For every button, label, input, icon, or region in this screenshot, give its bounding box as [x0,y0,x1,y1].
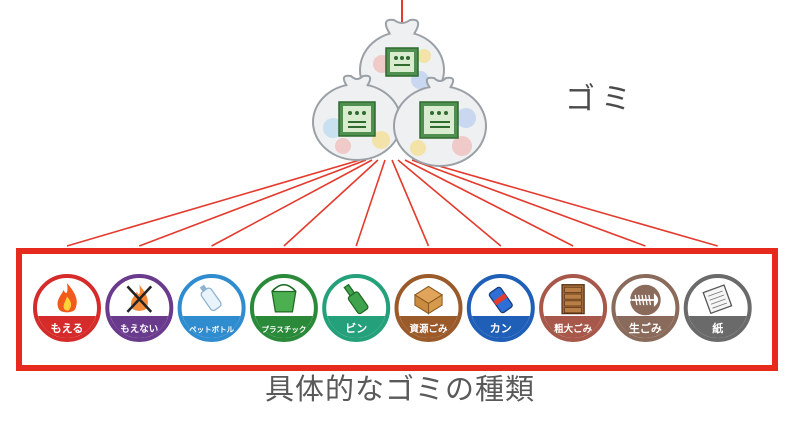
category-badge: ビン [322,274,391,342]
connector-line [417,159,718,247]
category-badge: もえない [105,274,174,342]
bucket-icon [271,283,297,313]
glass-bottle-icon [343,283,369,315]
badge-band [253,316,314,338]
category-label: ビン [345,321,367,335]
category-label: もえない [120,324,158,335]
parent-label: ゴミ [565,82,637,117]
category-label: 資源ごみ [409,323,448,335]
pet-bottle-icon [199,284,222,312]
category-badge: もえる [33,274,101,342]
category-label: 紙 [712,321,723,335]
garbage-bags-icon [312,18,487,167]
category-frame [16,248,778,371]
caption: 具体的なゴミの種類 [264,372,535,406]
category-badge: カン [466,274,535,342]
connector-line [211,159,373,247]
category-label: 生ごみ [629,321,662,335]
badge-band [470,316,531,338]
badge-band [398,316,459,338]
badge-band [37,316,97,338]
category-badge: 紙 [683,274,752,342]
badge-band [326,316,387,338]
fire-icon [57,283,77,313]
cardboard-icon [413,285,444,315]
badge-band [615,316,676,338]
category-label: カン [490,322,512,335]
fish-bone-icon [626,284,661,316]
connector-line [66,159,361,247]
category-label: ペットボトル [189,324,234,334]
crossed-fire-icon [126,284,153,313]
category-row: もえる もえない ペットボトル プラスチック ビン 資源ごみ カン 粗大ごみ 生ごみ 紙 [33,274,752,342]
badge-band [181,316,242,338]
connector-line [411,159,646,247]
connector-line [391,159,430,247]
dresser-icon [561,284,585,315]
category-label: プラスチック [261,324,306,334]
connector-line [139,159,367,247]
connector-line [283,159,379,247]
category-label: 粗大ごみ [554,323,593,335]
category-badge: プラスチック [249,274,318,342]
connector-line [355,159,386,247]
badge-band [109,316,170,338]
category-badge: 粗大ごみ [539,274,608,342]
category-badge: ペットボトル [177,274,246,342]
connector-line [397,159,502,247]
connector-line [404,159,574,247]
category-badge: 資源ごみ [394,274,463,342]
category-badge: 生ごみ [611,274,680,342]
connector-lines [66,159,718,247]
paper-icon [702,284,733,315]
badge-band [543,316,604,338]
can-icon [488,286,513,314]
category-label: もえる [51,322,84,335]
badge-band [687,316,748,338]
